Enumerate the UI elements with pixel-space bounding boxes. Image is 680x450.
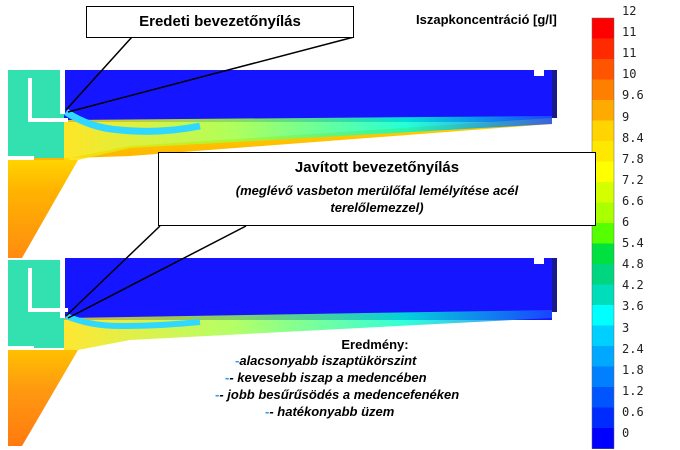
scale-swatch (592, 59, 614, 80)
lower-right-wall (552, 258, 557, 312)
scale-tick-label: 7.8 (622, 151, 644, 166)
upper-inlet-wall-b (28, 118, 68, 122)
scale-tick-label: 12 (622, 4, 637, 18)
scale-swatch (592, 161, 614, 183)
upper-inlet-wall-a (28, 78, 32, 120)
callout-improved-inlet: Javított bevezetőnyílás (meglévő vasbeto… (158, 152, 596, 226)
scale-tick-label: 4.8 (622, 257, 644, 272)
lower-mixing-layer (64, 310, 552, 350)
scale-swatch (592, 182, 614, 203)
scale-swatch (592, 387, 614, 408)
scale-swatch (592, 264, 614, 285)
scale-swatch (592, 18, 614, 39)
scale-tick-label: 2.4 (622, 341, 644, 356)
lower-hopper-body (8, 350, 78, 446)
scale-swatch (592, 346, 614, 367)
scale-tick-label: 9.6 (622, 88, 644, 103)
color-scale-bar (591, 17, 615, 449)
lower-inlet-wall-c (8, 346, 34, 350)
scale-swatch (592, 202, 614, 224)
result-item-1: -alacsonyabb iszaptükörszint (235, 353, 417, 368)
scale-swatch (592, 243, 614, 265)
results-block: Eredmény: -alacsonyabb iszaptükörszint -… (215, 337, 515, 420)
scale-tick-label: 7.2 (622, 172, 644, 187)
scale-tick-label: 3.6 (622, 299, 644, 314)
pointer-improved-2 (67, 225, 247, 319)
scale-tick-label: 0.6 (622, 404, 644, 419)
callout-improved-title: Javított bevezetőnyílás (294, 159, 460, 176)
lower-baffle (60, 258, 65, 318)
scale-tick-label: 10 (622, 67, 637, 82)
scale-tick-label: 6 (622, 215, 630, 229)
pointer-improved-1 (65, 225, 161, 317)
scale-tick-label: 5.4 (622, 236, 644, 251)
pointer-original-1 (65, 36, 133, 111)
callout-improved-desc-2: terelőlemezzel) (330, 200, 424, 215)
upper-inlet-channel (8, 70, 64, 158)
scale-tick-label: 8.4 (622, 130, 644, 145)
result-item-2: -- kevesebb iszap a medencében (225, 370, 427, 385)
upper-sludge-hopper (8, 118, 552, 258)
scale-tick-label: 11 (622, 46, 637, 61)
callout-original-inlet: Eredeti bevezetőnyílás (86, 6, 354, 38)
scale-tick-label: 9 (622, 109, 630, 124)
scale-swatch (592, 366, 614, 388)
scale-swatch (592, 100, 614, 121)
lower-inlet-plume (64, 313, 201, 330)
scale-swatch (592, 428, 614, 449)
scale-tick-label: 1.2 (622, 383, 644, 398)
scale-swatch (592, 407, 614, 429)
lower-clear-zone (64, 258, 552, 320)
callout-pointers (65, 36, 355, 319)
scale-tick-label: 1.8 (622, 362, 644, 377)
lower-inlet-wall-a (28, 268, 32, 310)
scale-tick-label: 6.6 (622, 193, 644, 208)
scale-swatch (592, 223, 614, 244)
lower-inlet-wall-b (28, 308, 68, 312)
scale-title: Iszapkoncentráció [g/l] (416, 12, 557, 27)
scale-tick-label: 3 (622, 320, 630, 335)
upper-inlet-plume (64, 109, 201, 135)
scale-tick-label: 0 (622, 426, 630, 440)
results-heading: Eredmény: (341, 337, 409, 352)
scale-tick-label: 11 (622, 25, 637, 40)
scale-swatch (592, 305, 614, 326)
scale-swatch (592, 284, 614, 306)
lower-outlet-notch (534, 256, 544, 264)
upper-basin (8, 68, 557, 258)
scale-swatch (592, 120, 614, 142)
lower-inlet-channel (8, 260, 64, 348)
lower-basin (8, 256, 557, 446)
scale-swatch (592, 79, 614, 101)
result-item-3: -- jobb besűrűsödés a medencefenéken (215, 387, 460, 402)
scale-swatch (592, 38, 614, 60)
result-item-4: -- hatékonyabb üzem (265, 404, 395, 419)
callout-improved-desc-1: (meglévő vasbeton merülőfal lemélyítése … (235, 183, 519, 198)
upper-hopper-body (8, 160, 78, 258)
scale-swatch (592, 141, 614, 162)
upper-baffle (60, 70, 65, 114)
scale-tick-label: 4.2 (622, 278, 644, 293)
upper-outlet-notch (534, 68, 544, 76)
upper-clear-zone (64, 70, 552, 122)
upper-inlet-wall-c (8, 156, 34, 160)
scale-swatch (592, 325, 614, 347)
pointer-original-2 (67, 36, 355, 113)
callout-original-text: Eredeti bevezetőnyílás (139, 13, 301, 30)
upper-right-wall (552, 70, 557, 118)
